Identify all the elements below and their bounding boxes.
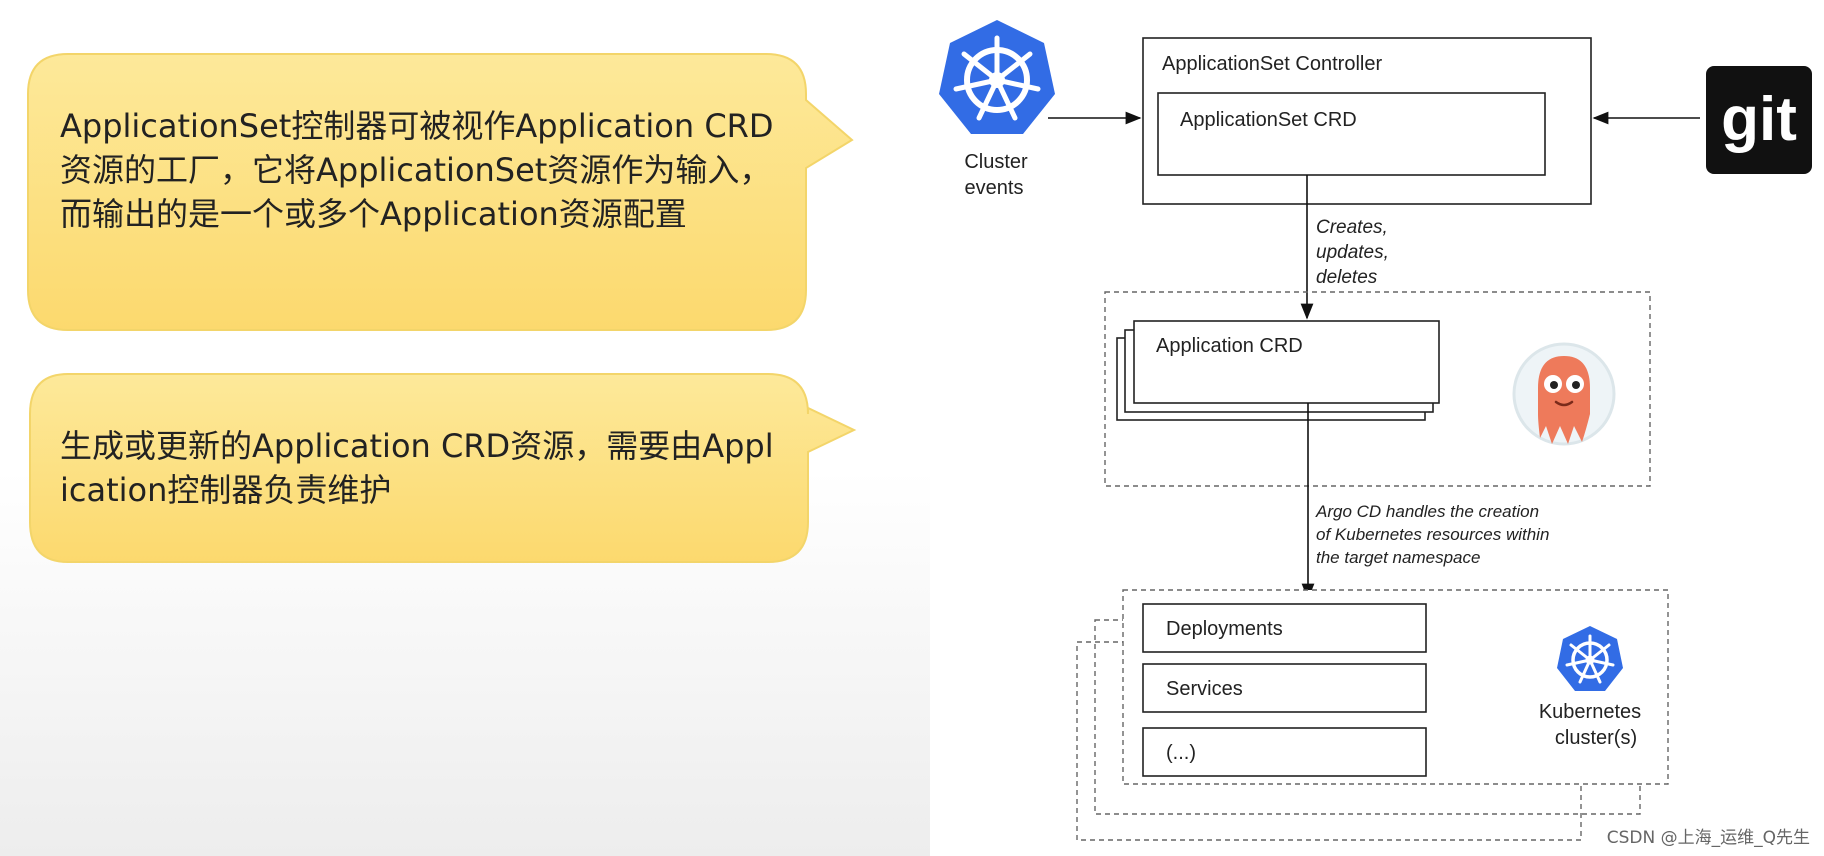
argo-note-line2: of Kubernetes resources within xyxy=(1316,525,1549,544)
appset-controller-label: ApplicationSet Controller xyxy=(1162,53,1382,75)
appset-crd-box xyxy=(1157,92,1546,176)
deployments-label: Deployments xyxy=(1166,618,1283,640)
speech-bubble-1 xyxy=(27,53,854,331)
more-resources-label: (...) xyxy=(1166,742,1196,764)
speech-bubble-2 xyxy=(29,373,857,563)
argo-note-line3: the target namespace xyxy=(1316,548,1480,567)
deletes-label: deletes xyxy=(1316,267,1378,288)
argo-octopus-icon xyxy=(1512,342,1616,446)
watermark: CSDN @上海_运维_Q先生 xyxy=(1606,828,1810,848)
cluster-events-line1: Cluster xyxy=(964,151,1028,173)
kubernetes-cluster-icon xyxy=(1557,626,1623,691)
cluster-events-line2: events xyxy=(965,177,1024,199)
updates-label: updates, xyxy=(1316,242,1389,263)
appset-crd-label: ApplicationSet CRD xyxy=(1180,109,1357,131)
application-crd-label: Application CRD xyxy=(1156,335,1303,357)
deployments-box xyxy=(1142,603,1427,653)
application-crd-box xyxy=(1133,320,1440,404)
services-box xyxy=(1142,663,1427,713)
bubble-1-text: ApplicationSet控制器可被视作Application CRD资源的工… xyxy=(60,107,774,233)
argo-note-line1: Argo CD handles the creation xyxy=(1315,502,1539,521)
k8s-cluster-line2: cluster(s) xyxy=(1555,727,1637,749)
services-label: Services xyxy=(1166,678,1243,700)
k8s-cluster-line1: Kubernetes xyxy=(1539,701,1641,723)
kubernetes-icon xyxy=(939,20,1055,134)
bubble-2-text: 生成或更新的Application CRD资源，需要由Application控制… xyxy=(60,427,774,509)
more-resources-box xyxy=(1142,727,1427,777)
creates-label: Creates, xyxy=(1316,217,1388,238)
git-logo-icon: git xyxy=(1706,66,1812,174)
git-logo-text: git xyxy=(1721,85,1797,154)
application-crd-namespace xyxy=(1104,291,1651,487)
